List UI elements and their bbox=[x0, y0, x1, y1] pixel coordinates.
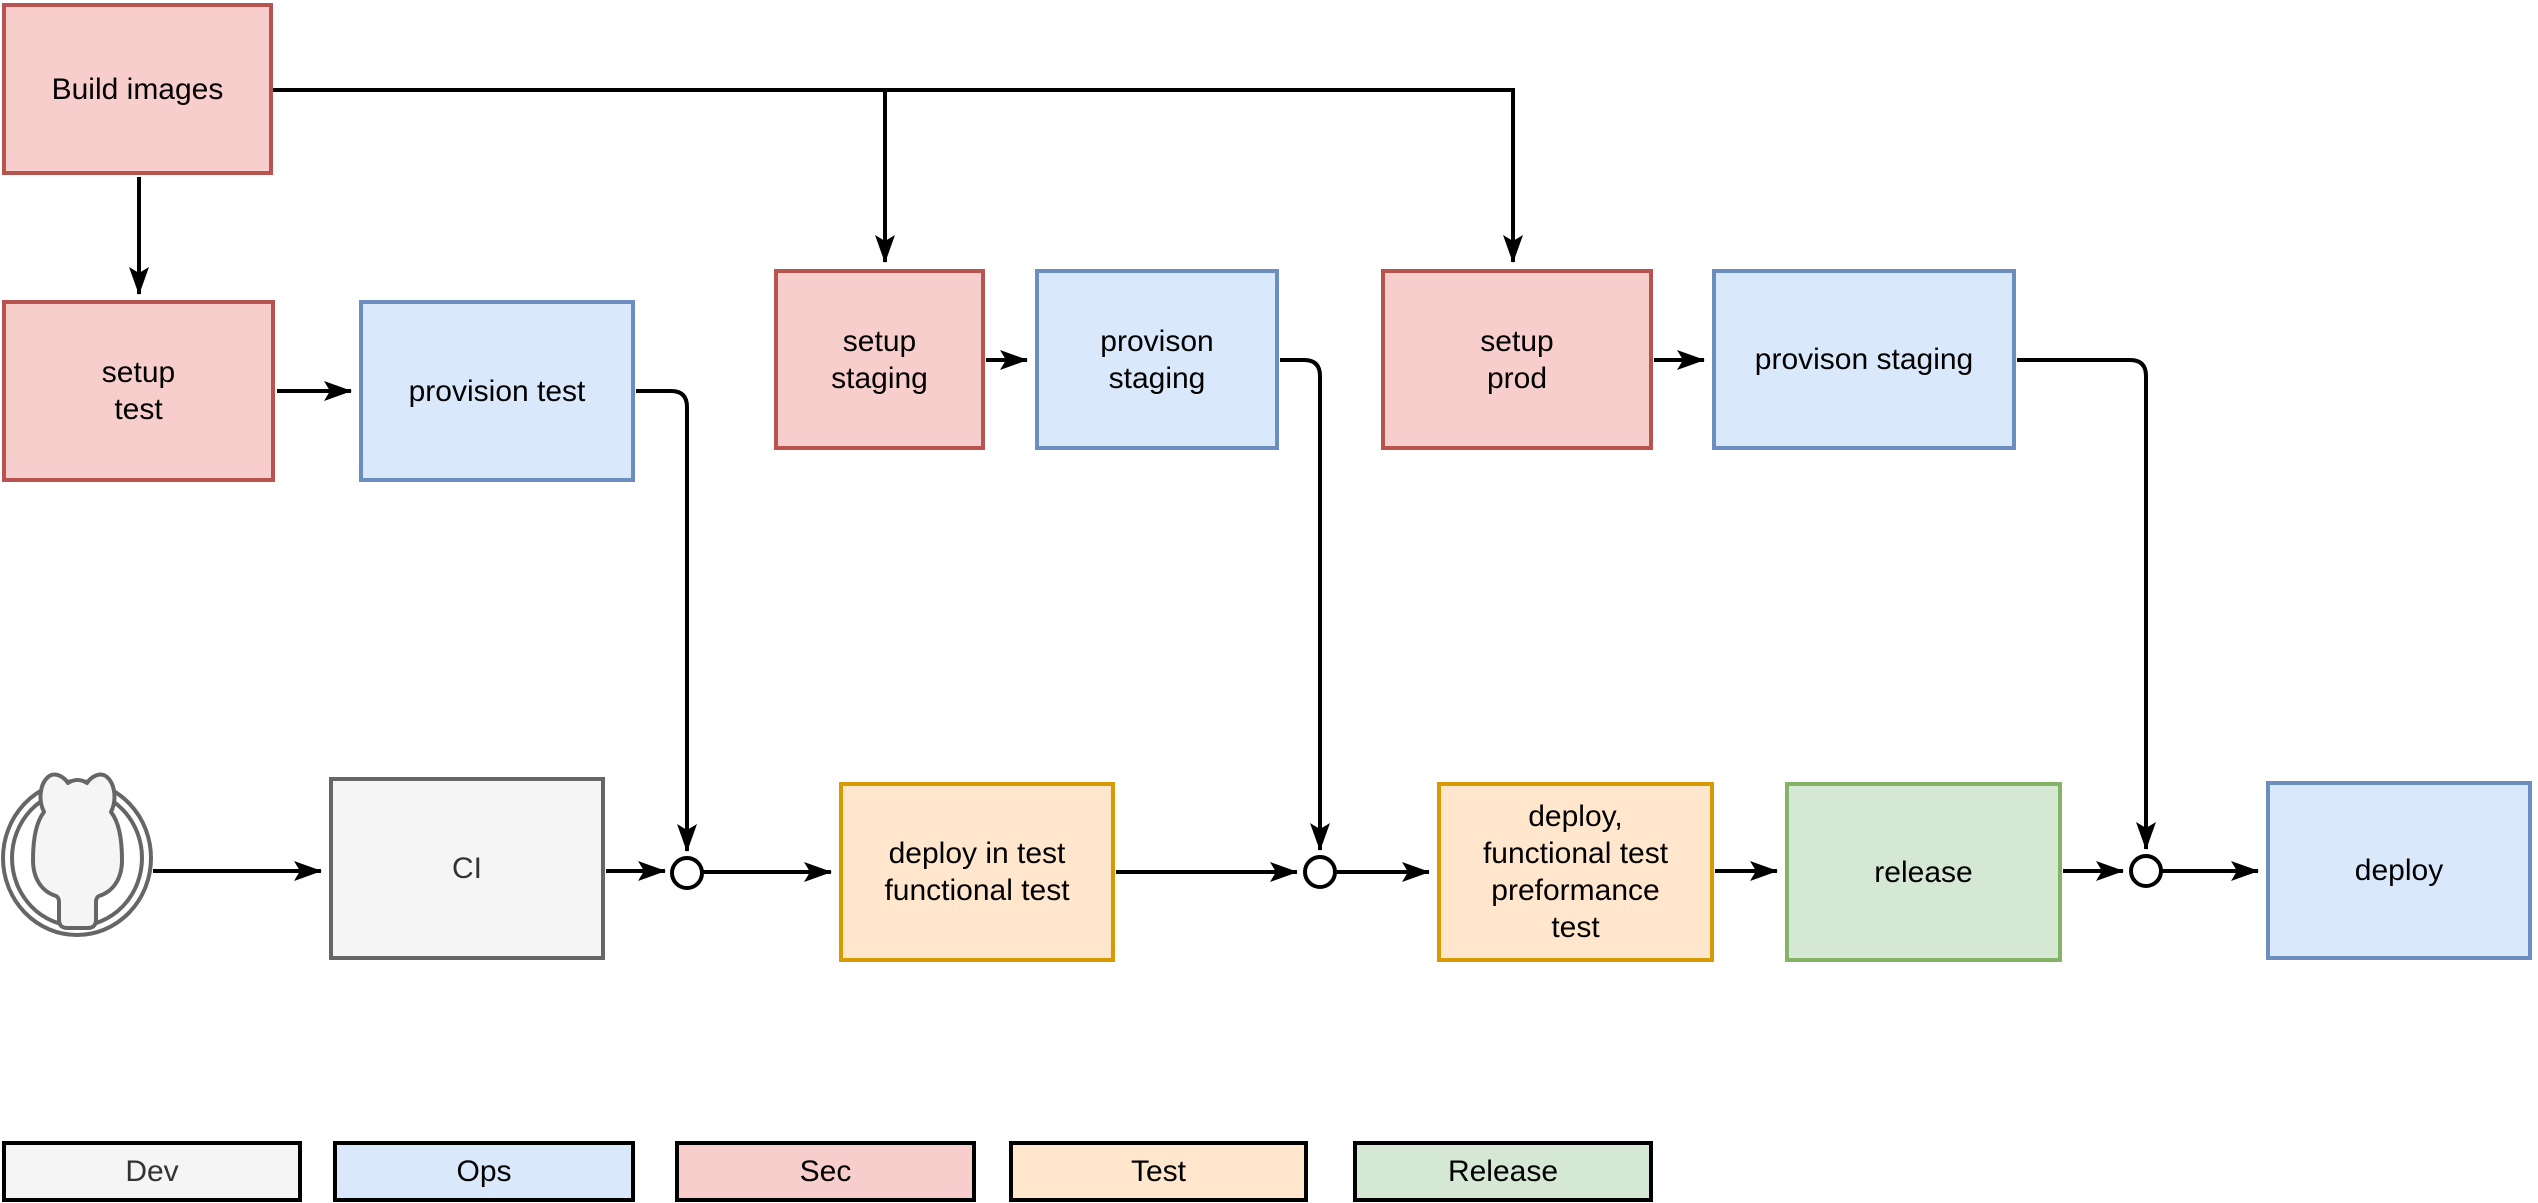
legend-test: Test bbox=[1009, 1141, 1308, 1202]
github-icon bbox=[1, 772, 153, 937]
edge-build-to-setup-prod bbox=[273, 88, 1523, 263]
node-build-images: Build images bbox=[2, 3, 273, 175]
node-provison-staging-2: provison staging bbox=[1712, 269, 2016, 450]
legend-release: Release bbox=[1353, 1141, 1653, 1202]
junction-nodes bbox=[670, 854, 2163, 890]
node-ci: CI bbox=[329, 777, 605, 960]
junction-circle-1 bbox=[670, 856, 704, 890]
legend-sec: Sec bbox=[675, 1141, 976, 1202]
edge-provison-staging-2-to-junction-3 bbox=[2017, 358, 2156, 850]
node-provision-test: provision test bbox=[359, 300, 635, 482]
legend-ops: Ops bbox=[333, 1141, 635, 1202]
node-deploy-in-test: deploy in test functional test bbox=[839, 782, 1115, 962]
node-deploy-functional-perf: deploy, functional test preformance test bbox=[1437, 782, 1714, 962]
junction-circle-3 bbox=[2129, 854, 2163, 888]
node-setup-test: setup test bbox=[2, 300, 275, 482]
node-setup-staging: setup staging bbox=[774, 269, 985, 450]
node-deploy: deploy bbox=[2266, 781, 2532, 960]
node-provison-staging-1: provison staging bbox=[1035, 269, 1279, 450]
edge-provison-staging-to-junction-2 bbox=[1280, 358, 1330, 851]
node-release: release bbox=[1785, 782, 2062, 962]
node-setup-prod: setup prod bbox=[1381, 269, 1653, 450]
edge-provision-test-to-junction-1 bbox=[636, 389, 697, 852]
junction-circle-2 bbox=[1303, 855, 1337, 889]
legend-dev: Dev bbox=[2, 1141, 302, 1202]
